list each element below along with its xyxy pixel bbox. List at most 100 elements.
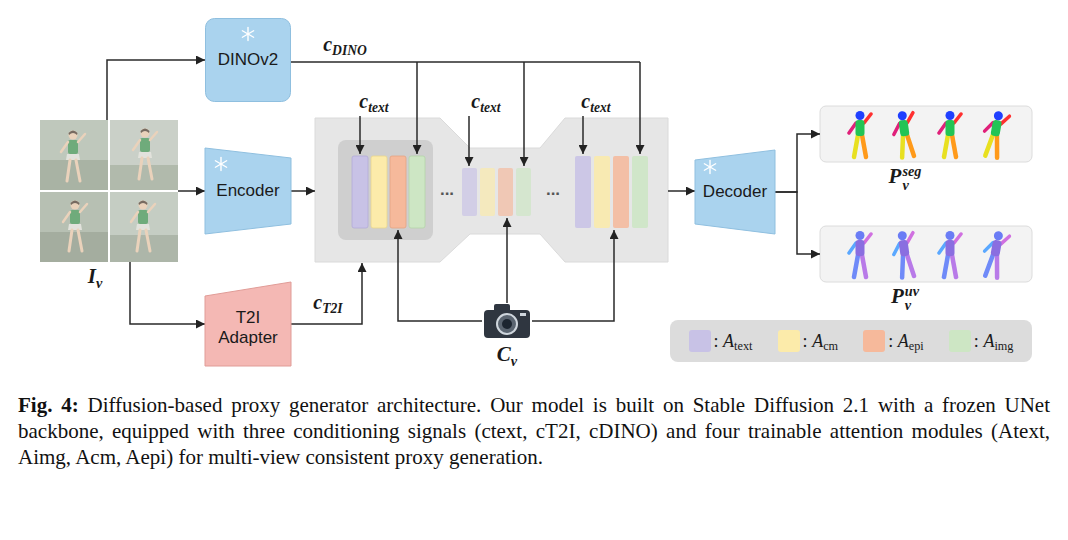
legend-text: A: [983, 331, 994, 351]
shape: [704, 164, 715, 171]
attention-blocks: [480, 168, 495, 216]
ellipsis: ...: [546, 180, 560, 200]
legend-item: : Atext: [689, 330, 753, 352]
module-box: [206, 19, 291, 102]
symbol-label: v: [902, 178, 921, 192]
legend-text: A: [812, 331, 823, 351]
camera-icon: [484, 310, 530, 338]
attention-blocks: [594, 156, 610, 228]
shape: [215, 161, 226, 168]
ellipsis: ...: [440, 180, 454, 200]
attention-blocks: [575, 156, 591, 228]
unet: [338, 140, 433, 240]
legend-text: text: [734, 339, 752, 353]
output-panels: [820, 226, 1032, 282]
module-trapezoid: [695, 150, 775, 234]
module-name: Decoder: [703, 182, 767, 202]
signal-wires: [532, 230, 614, 321]
module-trapezoid: [205, 148, 291, 234]
connector: [107, 60, 205, 120]
symbol-label: Cv: [447, 342, 567, 367]
shape: [242, 31, 253, 38]
shape: [704, 164, 715, 171]
camera-icon: [497, 314, 517, 334]
legend-text: : Atext: [714, 331, 753, 352]
signal-wires: [582, 116, 584, 154]
legend-swatch: [863, 330, 885, 352]
symbol-label: seg: [902, 164, 921, 178]
input-views: Iv: [40, 120, 178, 262]
input-views: [40, 120, 178, 262]
symbol-label: v: [96, 275, 102, 291]
signal-wires: [506, 218, 508, 303]
output-panels: [891, 230, 919, 279]
legend-text: A: [723, 331, 734, 351]
label-holder: cDINO: [305, 30, 385, 58]
signal-wires: [398, 230, 482, 321]
signal-label: text: [368, 100, 388, 115]
output-panels: [849, 111, 871, 157]
symbol-label: Iv: [35, 264, 155, 289]
camera-icon: [502, 319, 512, 329]
label-holder: ctext: [556, 87, 636, 115]
attention-blocks: [352, 156, 648, 228]
signal-wires: [291, 190, 315, 192]
legend-item: : Aepi: [863, 330, 923, 352]
module-name: T2I Adapter: [211, 300, 285, 349]
attention-blocks: [390, 156, 406, 228]
module-trapezoid: [205, 282, 291, 366]
symbol-label: v: [905, 298, 919, 312]
connector: [130, 262, 205, 324]
output-panels: [980, 109, 1010, 158]
label-holder: cT2I: [288, 288, 368, 316]
module-name: Encoder: [216, 181, 279, 201]
output-panels: [939, 111, 961, 157]
connector: [775, 134, 820, 192]
symbol-label: vseg: [902, 164, 921, 193]
module-name: DINOv2: [218, 50, 278, 70]
output-panels: [980, 229, 1010, 278]
label-holder: ctext: [446, 87, 526, 115]
legend-text: : Aepi: [888, 331, 923, 352]
symbol-label: Pvuv: [845, 284, 965, 313]
signal-label: cDINO: [323, 33, 367, 56]
symbol-label: Pvseg: [845, 164, 965, 193]
legend-swatch: [949, 330, 971, 352]
camera-icon: [484, 304, 530, 338]
input-views: [40, 120, 178, 262]
frozen-module: Encoder: [205, 148, 291, 234]
output-panels: [891, 110, 919, 159]
signal-label: ctext: [359, 90, 388, 113]
legend-item: : Aimg: [949, 330, 1014, 352]
frozen-snowflake: [242, 28, 253, 41]
legend-text: epi: [909, 339, 924, 353]
legend-text: : Acm: [803, 331, 838, 352]
signal-label: text: [590, 100, 610, 115]
shape: [215, 161, 226, 168]
output-panel: Pvseg: [820, 106, 1032, 162]
signal-wires: [291, 263, 362, 324]
camera-node: Cv: [482, 302, 532, 340]
attention-blocks: [352, 156, 368, 228]
signal-wires: [468, 116, 470, 166]
frozen-snowflake: [704, 161, 715, 174]
text-layer: IvDINOv2EncoderT2I AdapterDecoderPvsegPv…: [0, 0, 1068, 78]
signal-label: T2I: [322, 301, 342, 316]
label-holder: ...: [407, 176, 487, 204]
unet: [315, 118, 668, 262]
connector: [775, 192, 820, 254]
attention-blocks: [498, 168, 513, 216]
frozen-snowflake: [215, 158, 226, 171]
attention-blocks: [575, 156, 648, 228]
attention-blocks: [409, 156, 425, 228]
legend-text: img: [994, 339, 1013, 353]
output-panels: [939, 231, 961, 277]
signal-wires: [359, 116, 361, 154]
legend: : Atext : Acm : Aepi : Aimg: [670, 320, 1032, 362]
signal-wires: [416, 62, 418, 154]
attention-blocks: [516, 168, 531, 216]
connector: [178, 190, 205, 192]
trainable-module: T2I Adapter: [205, 282, 291, 366]
signal-label: DINO: [332, 43, 367, 58]
output-panels: [849, 231, 871, 277]
